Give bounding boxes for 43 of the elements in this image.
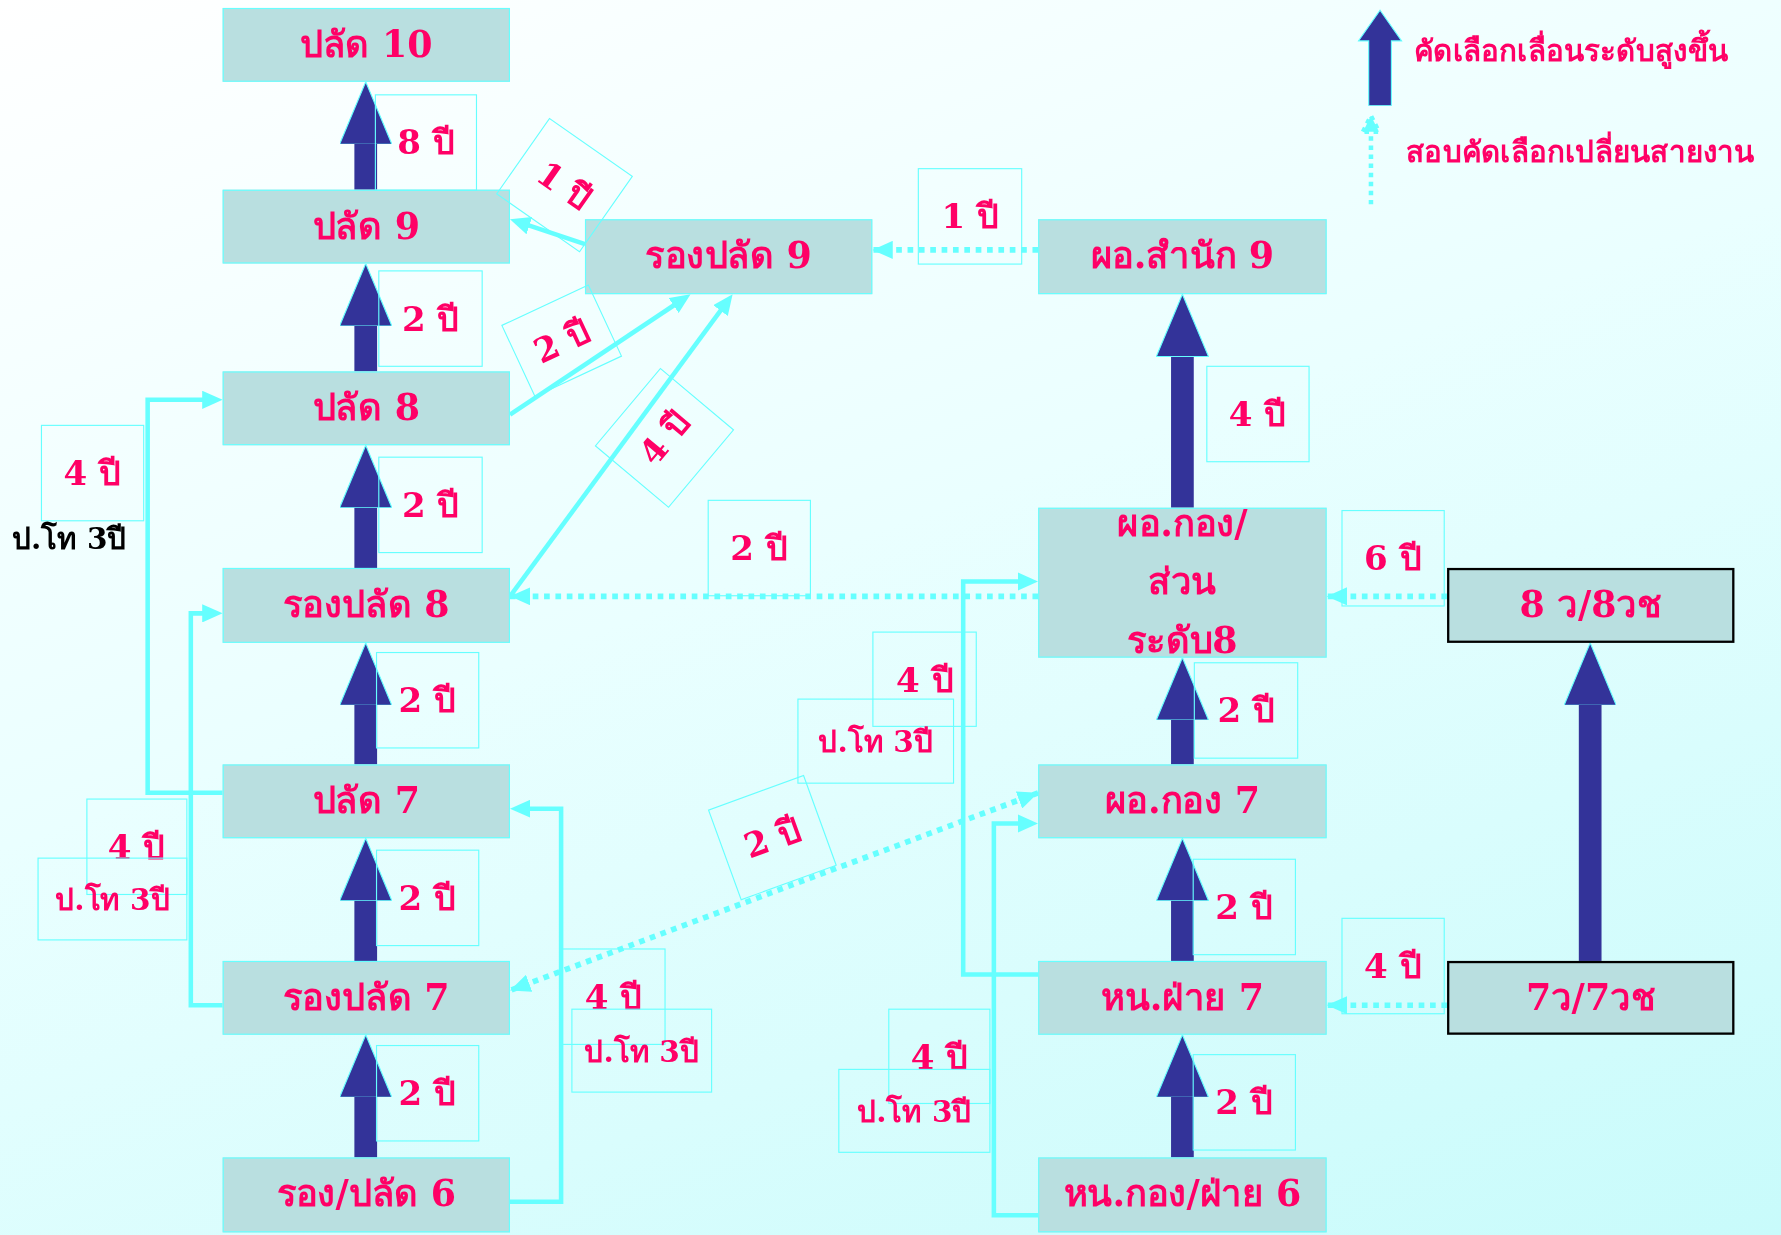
position-box: 7ว/7วช (1447, 960, 1735, 1035)
arrow (339, 642, 393, 765)
position-box: หน.ฝ่าย 7 (1038, 960, 1327, 1035)
arrow (339, 81, 393, 190)
position-box: ผอ.กอง/ ส่วน ระดับ8 (1038, 507, 1327, 658)
arrow (188, 604, 223, 1008)
position-box: รองปลัด 8 (222, 567, 510, 643)
position-box: ผอ.กอง 7 (1038, 764, 1327, 839)
arrow (960, 572, 1039, 977)
arrow (339, 262, 393, 372)
duration-label: 2 ปี (375, 1044, 479, 1141)
arrow (510, 587, 1039, 606)
arrow (339, 837, 393, 961)
arrow (991, 814, 1039, 1218)
arrow (1563, 642, 1617, 961)
arrow (1155, 657, 1210, 765)
arrow (510, 799, 564, 1204)
position-box: รอง/ปลัด 6 (222, 1157, 510, 1233)
arrow (339, 444, 393, 568)
duration-label: 2 ปี (375, 651, 479, 748)
position-box: รองปลัด 9 (584, 219, 873, 295)
arrow (872, 240, 1039, 259)
arrow (509, 790, 1040, 994)
arrow (1155, 837, 1210, 961)
arrow (1326, 996, 1448, 1015)
arrow (1155, 1034, 1210, 1158)
legend-text: คัดเลือกเลื่อนระดับสูงขึ้น (1414, 27, 1729, 73)
position-box: หน.กอง/ฝ่าย 6 (1038, 1157, 1327, 1233)
arrow (339, 1034, 393, 1158)
arrow (1326, 587, 1448, 606)
legend-text: สอบคัดเลือกเปลี่ยนสายงาน (1406, 128, 1755, 174)
position-box: ปลัด 10 (222, 7, 510, 82)
position-box: รองปลัด 7 (222, 960, 510, 1035)
position-box: ผอ.สำนัก 9 (1038, 219, 1327, 295)
arrow (508, 294, 691, 417)
arrow (510, 217, 586, 247)
arrow (1155, 293, 1210, 508)
position-box: 8 ว/8วช (1447, 567, 1735, 643)
position-box: ปลัด 7 (222, 764, 510, 839)
arrow (145, 390, 223, 796)
degree-label: ป.โท 3ปี (10, 519, 128, 557)
position-box: ปลัด 8 (222, 371, 510, 446)
position-box: ปลัด 9 (222, 189, 510, 264)
